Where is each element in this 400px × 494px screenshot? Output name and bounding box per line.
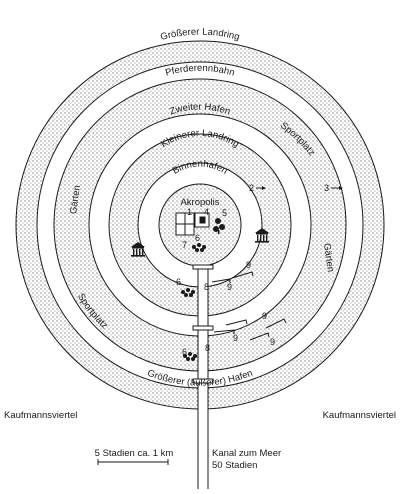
- marker-5: 5: [222, 208, 227, 218]
- gardens-left-label: Gärten: [68, 185, 83, 215]
- canal-label-line1: Kanal zum Meer: [212, 448, 281, 459]
- temple-icon: [131, 242, 145, 257]
- outer-land-ring-label: Größerer Landring: [159, 27, 240, 43]
- marker-9-outer-ring-a: 9: [233, 333, 238, 343]
- marker-6-acropolis: 6: [195, 233, 200, 243]
- marker-7: 7: [182, 240, 187, 250]
- marker-1: 1: [187, 207, 192, 217]
- marker-3-arrowhead: [339, 186, 343, 190]
- spring-icon: [183, 352, 197, 361]
- second-harbor-label: Zweiter Hafen: [168, 101, 231, 117]
- marker-8-inner-ring: 8: [204, 282, 209, 292]
- bridge-middle: [192, 325, 214, 331]
- scale-bar: [97, 459, 169, 465]
- docks: [211, 271, 287, 341]
- bridges: [192, 264, 214, 384]
- gardens-right-label: Gärten: [321, 243, 336, 273]
- marker-2-arrowhead: [262, 186, 266, 190]
- acropolis-label: Akropolis: [180, 197, 219, 208]
- canal: [197, 263, 209, 489]
- bridge-inner: [192, 264, 214, 270]
- marker-8-outer-ring: 8: [205, 343, 210, 353]
- marker-4: 4: [204, 207, 209, 217]
- marker-9-outer-ring-b: 9: [262, 311, 267, 321]
- horse-track-label: Pferderennbahn: [164, 63, 236, 79]
- bridge-outer: [192, 378, 214, 384]
- merchant-quarter-left-label: Kaufmannsviertel: [4, 410, 77, 421]
- marker-9-inner-ring-b: 9: [246, 260, 251, 270]
- spring-icon: [192, 243, 206, 252]
- marker-6-inner-ring: 6: [176, 277, 181, 287]
- temple-icon: [255, 228, 269, 243]
- canal-label-line2: 50 Stadien: [212, 460, 257, 471]
- marker-3: 3: [324, 183, 329, 193]
- marker-6-outer-ring: 6: [182, 347, 187, 357]
- marker-9-inner-ring-a: 9: [227, 282, 232, 292]
- marker-2: 2: [249, 183, 254, 193]
- acropolis-buildings: [175, 212, 210, 236]
- scale-label: 5 Stadien ca. 1 km: [95, 448, 174, 459]
- marker-9-outer-ring-c: 9: [270, 337, 275, 347]
- spring-icon: [181, 288, 195, 297]
- grove-icon: [213, 218, 225, 234]
- merchant-quarter-right-label: Kaufmannsviertel: [323, 410, 396, 421]
